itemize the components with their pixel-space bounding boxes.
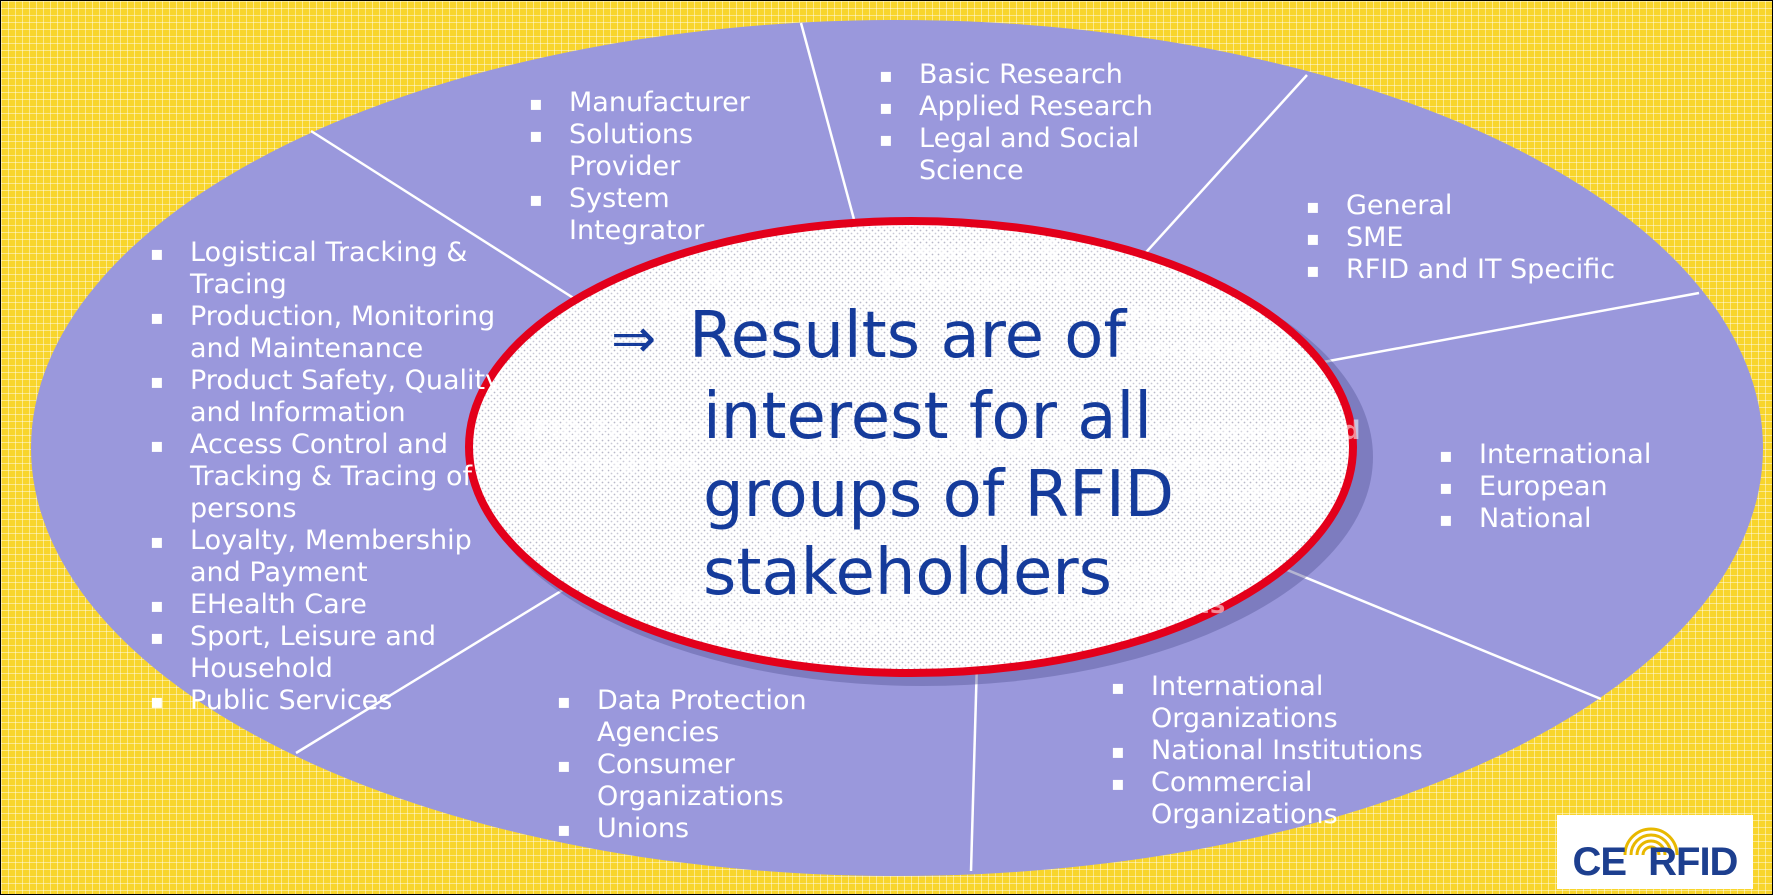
list-item: Logistical Tracking & Tracing [150,237,501,301]
label-text: RFID Technology [656,266,821,328]
list-item: National [1439,503,1651,535]
list-item: Basic Research [879,59,1153,91]
label-text: Standardisation Organizations [1006,558,1241,620]
label-text: RFID End User Companies [513,416,723,478]
segment-label-standardisation: Standardisation Organizations [1006,557,1240,621]
list-item: Solutions Provider [529,119,750,183]
headline-line-3: groups of RFID [703,458,1175,532]
headline-line-2: interest for all [703,380,1152,454]
logo-text-right: RFID [1648,840,1738,884]
list-item: Applied Research [879,91,1153,123]
logo-text-left: CE [1572,840,1628,884]
list-item: General [1306,190,1615,222]
segment-label-business: Business Associations [1101,301,1285,365]
ngo-list: Data Protection Agencies Consumer Organi… [557,685,807,845]
list-item: International Organizations [1111,671,1423,735]
list-item: Commercial Organizations [1111,767,1423,831]
headline-line-4: stakeholders [703,536,1112,610]
list-item: Consumer Organizations [557,749,807,813]
standardisation-list: International Organizations National Ins… [1111,671,1423,831]
list-item: European [1439,471,1651,503]
segment-label-rfid-technology: RFID Technology [656,265,821,329]
list-item: Unions [557,813,807,845]
list-item: Production, Monitoring and Maintenance [150,301,501,365]
list-item: Access Control and Tracking & Tracing of… [150,429,501,525]
segment-label-research: Research & Development [881,235,1076,299]
list-item: Loyalty, Membership and Payment [150,525,501,589]
technology-list: Manufacturer Solutions Provider System I… [529,87,750,247]
segment-label-end-user: RFID End User Companies [513,415,722,479]
center-label: Stakeholders [791,424,1073,462]
list-item: Data Protection Agencies [557,685,807,749]
list-item: RFID and IT Specific [1306,254,1615,286]
list-item: Manufacturer [529,87,750,119]
label-text: Business Associations [1101,302,1285,364]
label-text: Stakeholders [791,421,1073,465]
label-text: Research & Development [881,236,1076,298]
research-list: Basic Research Applied Research Legal an… [879,59,1153,187]
segment-label-ngo: Quasi / Autonomous Non-Governmental Orga… [671,517,947,645]
concentric-arcs-icon [1623,827,1679,856]
label-text: Government and Governmental Institutions [1116,416,1361,510]
government-list: International European National [1439,439,1651,535]
ce-rfid-logo: CE RFID [1557,815,1753,889]
business-list: General SME RFID and IT Specific [1306,190,1615,286]
headline: ⇒ Results are of interest for all groups … [611,297,1391,612]
headline-line-1: ⇒ Results are of [611,297,1391,378]
list-item: International [1439,439,1651,471]
logo-text: CE RFID [1557,840,1753,885]
list-item: EHealth Care [150,589,501,621]
label-text: Quasi / Autonomous Non-Governmental Orga… [671,518,948,644]
list-item: Product Safety, Quality and Information [150,365,501,429]
list-item: National Institutions [1111,735,1423,767]
list-item: Public Services [150,685,501,717]
end-users-list: Logistical Tracking & Tracing Production… [150,237,501,717]
list-item: System Integrator [529,183,750,247]
segment-label-government: Government and Governmental Institutions [1116,415,1361,511]
arrow-icon: ⇒ [611,307,657,370]
list-item: Sport, Leisure and Household [150,621,501,685]
headline-text: Results are of [689,299,1126,373]
list-item: Legal and Social Science [879,123,1153,187]
list-item: SME [1306,222,1615,254]
